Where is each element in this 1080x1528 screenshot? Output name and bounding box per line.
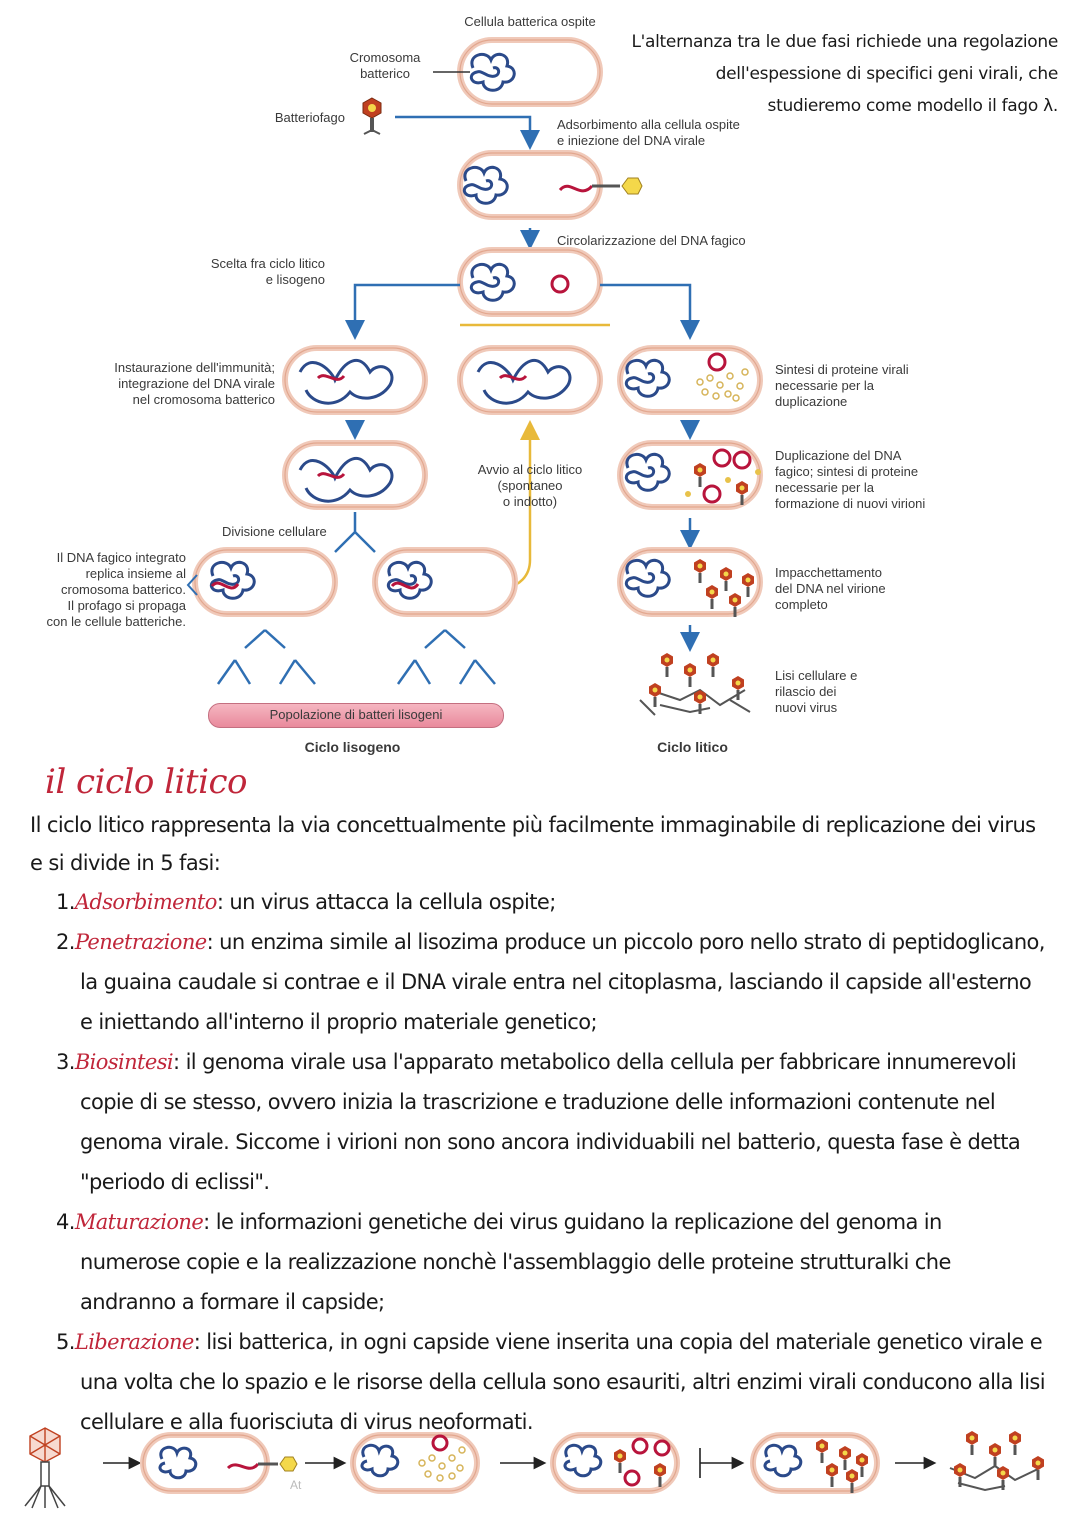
- step-item: 1.Adsorbimento: un virus attacca la cell…: [56, 882, 1046, 922]
- packaging-label: Impacchettamento del DNA nel virione com…: [775, 565, 975, 613]
- immunity-label: Instaurazione dell'immunità; integrazion…: [70, 360, 275, 408]
- cell-division-label: Divisione cellulare: [222, 524, 362, 540]
- step-item: 4.Maturazione: le informazioni genetiche…: [56, 1202, 1046, 1322]
- section-intro: Il ciclo litico rappresenta la via conce…: [30, 806, 1040, 882]
- step-text: : il genoma virale usa l'apparato metabo…: [80, 1050, 1020, 1194]
- population-pill: Popolazione di batteri lisogeni: [208, 703, 504, 728]
- steps-list: 1.Adsorbimento: un virus attacca la cell…: [56, 882, 1046, 1442]
- step-term: Maturazione: [75, 1210, 203, 1234]
- step-item: 3.Biosintesi: il genoma virale usa l'app…: [56, 1042, 1046, 1202]
- bacterial-chromosome-label: Cromosoma batterico: [330, 50, 440, 82]
- step-term: Penetrazione: [75, 930, 207, 954]
- lytic-start-label: Avvio al ciclo litico (spontaneo o indot…: [460, 462, 600, 510]
- circularization-label: Circolarizzazione del DNA fagico: [557, 233, 817, 249]
- step-text: : un enzima simile al lisozima produce u…: [80, 930, 1045, 1034]
- lytic-cycle-strip: [0, 1408, 1080, 1518]
- bacteriophage-label: Batteriofago: [230, 110, 345, 126]
- step-text: : le informazioni genetiche dei virus gu…: [80, 1210, 951, 1314]
- lysis-label: Lisi cellulare e rilascio dei nuovi viru…: [775, 668, 975, 716]
- phage-sketch-icon: [30, 1428, 60, 1462]
- step-item: 2.Penetrazione: un enzima simile al liso…: [56, 922, 1046, 1042]
- step-term: Liberazione: [75, 1330, 194, 1354]
- choice-label: Scelta fra ciclo litico e lisogeno: [160, 256, 325, 288]
- step-number: 4.: [56, 1210, 75, 1234]
- step-number: 3.: [56, 1050, 75, 1074]
- step-number: 2.: [56, 930, 75, 954]
- dna-duplication-label: Duplicazione del DNA fagico; sintesi di …: [775, 448, 985, 512]
- step-term: Adsorbimento: [75, 890, 217, 914]
- section-title: il ciclo litico: [45, 762, 247, 802]
- population-label: Popolazione di batteri lisogeni: [270, 707, 443, 722]
- protein-synthesis-label: Sintesi di proteine virali necessarie pe…: [775, 362, 975, 410]
- step-number: 1.: [56, 890, 75, 914]
- host-cell-label: Cellula batterica ospite: [440, 14, 620, 30]
- step-term: Biosintesi: [75, 1050, 173, 1074]
- step-text: : un virus attacca la cellula ospite;: [217, 890, 556, 914]
- watermark: At: [290, 1478, 301, 1492]
- step-number: 5.: [56, 1330, 75, 1354]
- regulation-note: L'alternanza tra le due fasi richiede un…: [630, 26, 1058, 122]
- lytic-cycle-label: Ciclo litico: [630, 739, 755, 755]
- prophage-label: Il DNA fagico integrato replica insieme …: [10, 550, 186, 630]
- lysogenic-cycle-label: Ciclo lisogeno: [280, 739, 425, 755]
